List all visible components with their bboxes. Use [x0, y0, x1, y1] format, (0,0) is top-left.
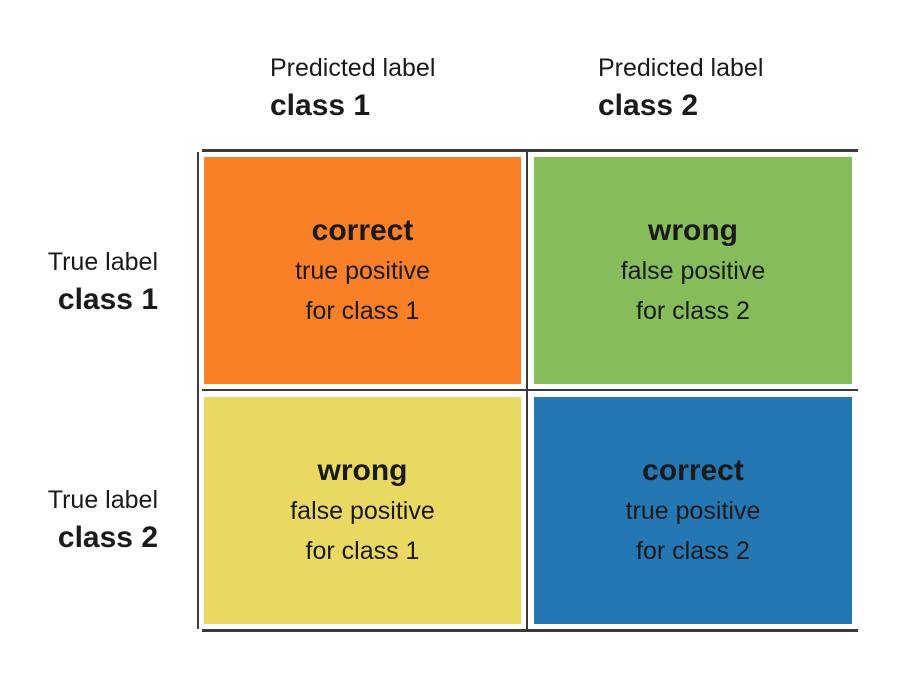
predicted-label-text: Predicted label [598, 54, 764, 82]
cell-verdict: correct [311, 213, 414, 247]
cell-line-1: true positive [295, 256, 430, 285]
middle-vertical-rule [526, 152, 528, 629]
predicted-class-name: class 2 [598, 89, 699, 122]
bottom-rule [202, 629, 858, 632]
cell-line-2: for class 2 [636, 536, 750, 565]
cell-line-2: for class 2 [636, 296, 750, 325]
predicted-class-2-header: Predicted label class 2 [598, 52, 858, 126]
cell-true1-pred2: wrong false positive for class 2 [534, 157, 852, 384]
cell-line-1: true positive [625, 496, 761, 525]
true-class-name: class 1 [57, 283, 158, 316]
predicted-class-1-header: Predicted label class 1 [270, 52, 530, 126]
cell-line-2: for class 1 [305, 536, 420, 565]
cell-true2-pred1: wrong false positive for class 1 [204, 397, 521, 624]
left-rule [197, 152, 199, 629]
cell-verdict: correct [642, 453, 744, 487]
true-label-text: True label [47, 248, 158, 276]
cell-line-1: false positive [290, 496, 435, 525]
cell-true1-pred1: correct true positive for class 1 [204, 157, 521, 384]
true-class-name: class 2 [57, 521, 158, 554]
cell-verdict: wrong [648, 213, 738, 247]
cell-verdict: wrong [317, 453, 408, 487]
true-class-2-header: True label class 2 [0, 484, 158, 558]
cell-true2-pred2: correct true positive for class 2 [534, 397, 852, 624]
cell-line-1: false positive [620, 256, 766, 285]
cell-line-2: for class 1 [305, 296, 420, 325]
true-label-text: True label [47, 486, 158, 514]
middle-horizontal-rule [202, 389, 858, 391]
predicted-label-text: Predicted label [270, 54, 436, 82]
top-rule [202, 149, 858, 152]
predicted-class-name: class 1 [270, 89, 371, 122]
confusion-matrix: correct true positive for class 1 wrong … [197, 149, 858, 632]
true-class-1-header: True label class 1 [0, 246, 158, 320]
